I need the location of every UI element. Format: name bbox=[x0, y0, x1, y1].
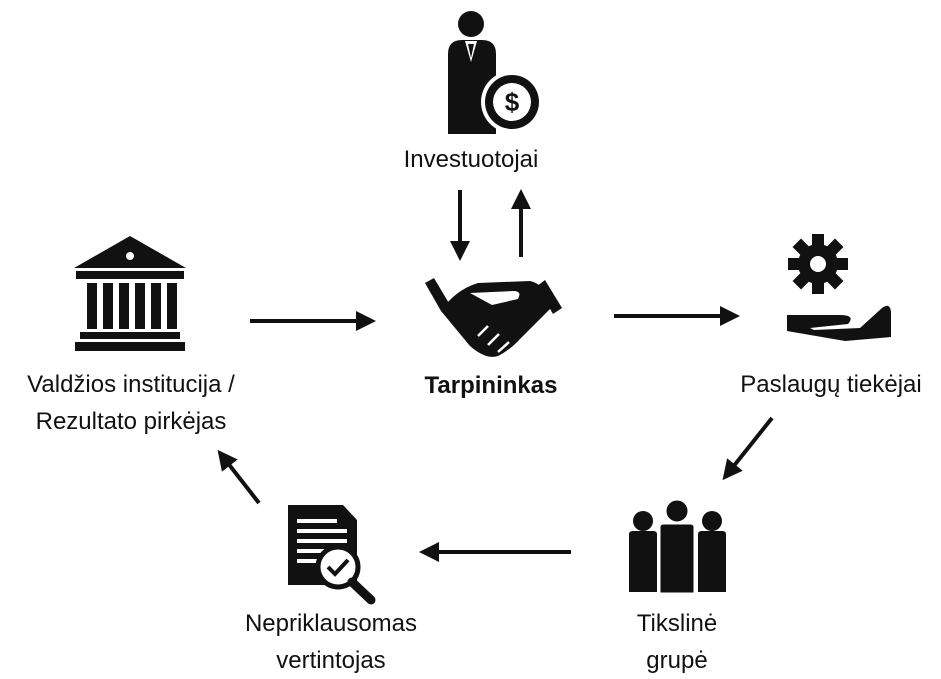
businessman-dollar-icon: $ bbox=[448, 11, 543, 134]
label-investors: Investuotojai bbox=[403, 146, 539, 173]
label-target-group-line2: grupė bbox=[646, 647, 708, 674]
government-building-icon bbox=[74, 236, 186, 351]
label-service-providers: Paslaugų tiekėjai bbox=[740, 371, 922, 398]
label-intermediary: Tarpininkas bbox=[424, 372, 558, 399]
svg-text:$: $ bbox=[505, 87, 520, 117]
people-group-icon bbox=[629, 497, 726, 596]
label-government-line1: Valdžios institucija / bbox=[27, 371, 235, 398]
label-evaluator-line1: Nepriklausomas bbox=[244, 610, 418, 637]
label-evaluator-line2: vertintojas bbox=[276, 647, 386, 674]
gear-hand-icon bbox=[787, 234, 891, 341]
label-government-line2: Rezultato pirkėjas bbox=[35, 408, 227, 435]
handshake-icon bbox=[425, 278, 562, 357]
document-check-icon bbox=[288, 505, 376, 605]
arrow-service-providers-to-target-group bbox=[722, 416, 774, 481]
arrow-evaluator-to-government bbox=[217, 449, 261, 505]
label-target-group-line1: Tikslinė bbox=[636, 610, 718, 637]
